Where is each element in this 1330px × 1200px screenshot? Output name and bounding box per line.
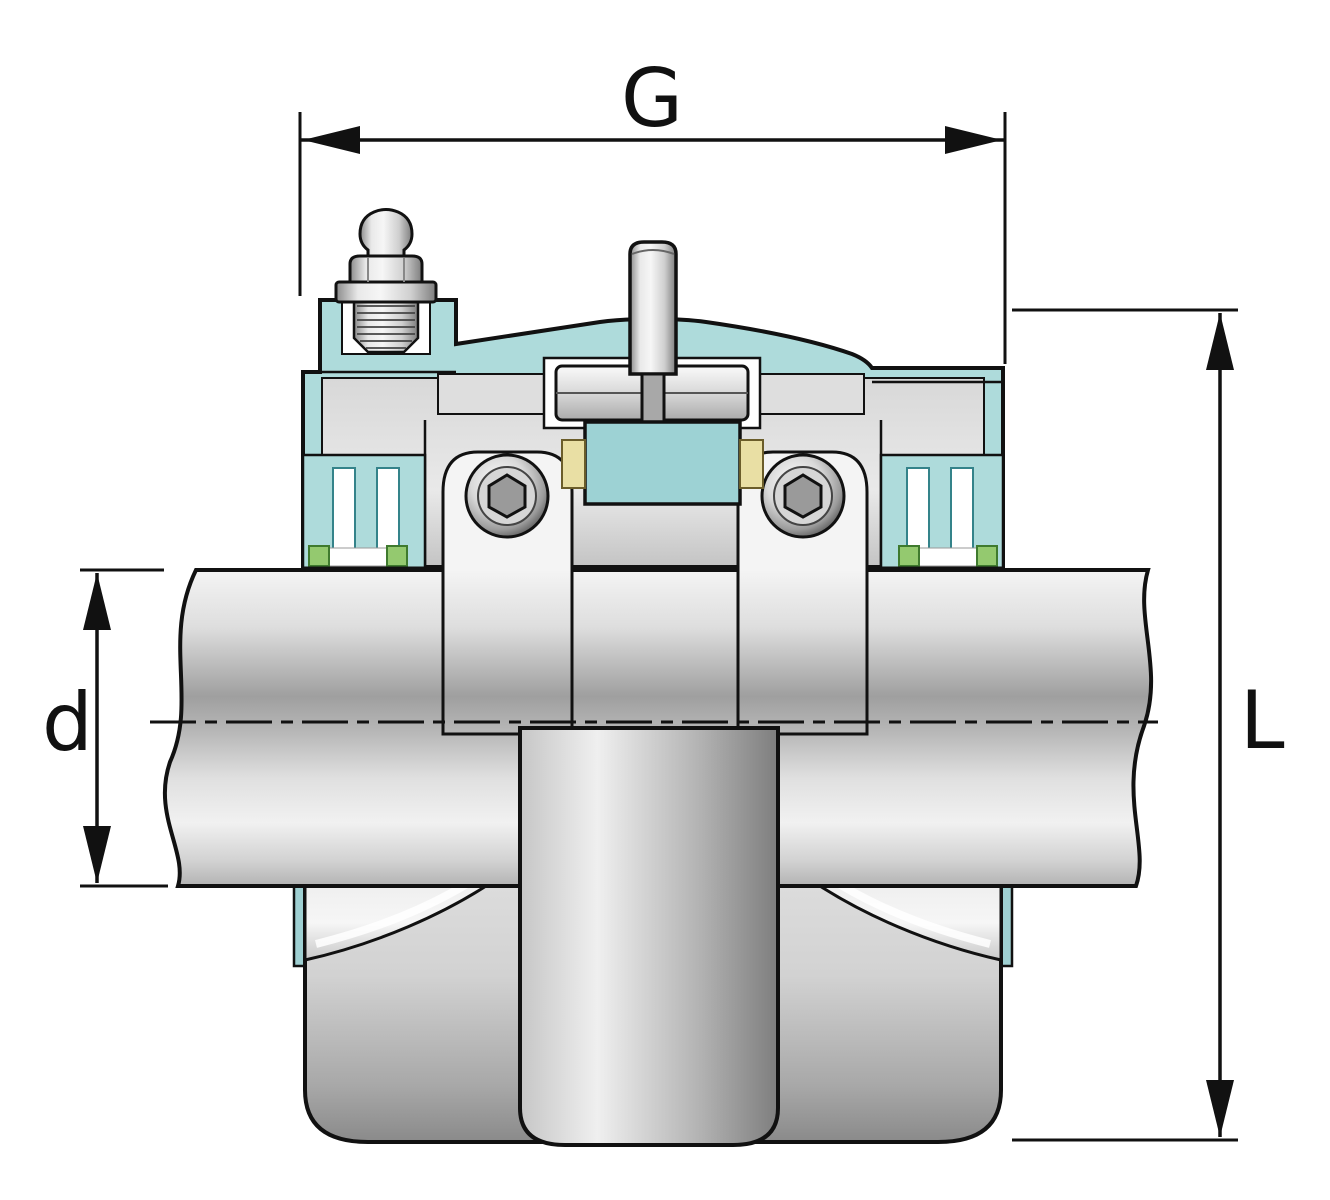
clamp-collar-left xyxy=(441,450,574,736)
arrowhead-g-right xyxy=(945,126,1002,154)
nipple-flange xyxy=(334,280,438,304)
cage-pad-right xyxy=(739,439,764,489)
nipple-threaded-shank xyxy=(352,298,420,354)
dimension-label-d: d xyxy=(42,676,93,769)
dimension-label-l: L xyxy=(1240,674,1285,767)
nipple-thread-lines xyxy=(357,305,415,349)
seal-ring-green xyxy=(898,545,920,567)
locating-stud xyxy=(628,240,678,376)
nipple-ball-head xyxy=(358,208,414,258)
arrowhead-l-top xyxy=(1206,313,1234,370)
adapter-block xyxy=(583,420,742,506)
cap-right-slot xyxy=(759,373,865,415)
seal-slot xyxy=(332,467,356,551)
clamp-collar-right xyxy=(736,450,869,736)
labyrinth-seal-right xyxy=(879,453,1005,570)
arrowhead-g-left xyxy=(303,126,360,154)
cage-pad-left xyxy=(561,439,586,489)
labyrinth-seal-left xyxy=(301,453,427,570)
arrowhead-l-bottom xyxy=(1206,1080,1234,1137)
arrowhead-d-bottom xyxy=(83,826,111,883)
seal-slot xyxy=(376,467,400,551)
seal-ring-green xyxy=(308,545,330,567)
center-cartridge xyxy=(542,240,764,506)
seal-gap xyxy=(328,547,388,567)
hex-socket-right xyxy=(783,473,823,519)
dimension-label-g: G xyxy=(621,52,683,145)
seal-ring-green xyxy=(386,545,408,567)
seal-gap xyxy=(918,547,978,567)
hex-socket-left xyxy=(487,473,527,519)
arrowhead-d-top xyxy=(83,573,111,630)
dimension-g xyxy=(298,112,1007,364)
dimension-d xyxy=(80,568,168,888)
cap-left-slot xyxy=(437,373,545,415)
nipple-hex xyxy=(348,254,424,284)
seal-ring-green xyxy=(976,545,998,567)
grease-nipple xyxy=(334,208,438,355)
dimension-l xyxy=(1012,308,1238,1142)
seal-slot xyxy=(906,467,930,551)
stud-top-curve xyxy=(631,249,675,255)
inner-ring-front-block xyxy=(518,726,780,1147)
seal-slot xyxy=(950,467,974,551)
